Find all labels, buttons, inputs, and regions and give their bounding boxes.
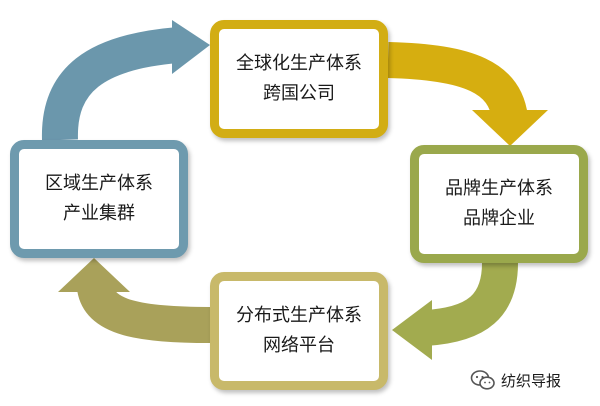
node-globalized-production: 全球化生产体系 跨国公司: [210, 20, 388, 138]
watermark-text: 纺织导报: [501, 371, 562, 390]
arrow-bottom-to-left-body: [77, 283, 211, 343]
node-title: 区域生产体系: [45, 173, 153, 194]
node-title: 全球化生产体系: [236, 53, 362, 74]
node-title: 品牌生产体系: [445, 178, 553, 199]
arrow-left-to-top-head: [172, 20, 210, 74]
node-subtitle: 品牌企业: [463, 208, 535, 229]
wechat-icon: [470, 370, 495, 390]
node-title: 分布式生产体系: [236, 305, 362, 326]
arrow-bottom-to-left-head: [58, 258, 130, 292]
arrow-top-to-right-head: [472, 110, 548, 146]
watermark: 纺织导报: [470, 366, 595, 394]
node-subtitle: 产业集群: [63, 203, 135, 224]
node-brand-production: 品牌生产体系 品牌企业: [410, 145, 588, 263]
arrow-right-to-bottom-body: [423, 262, 518, 346]
arrow-right-to-bottom-head: [392, 300, 432, 360]
arrow-top-to-right-body: [387, 42, 528, 122]
arrow-left-to-top-body: [41, 27, 180, 141]
node-regional-production: 区域生产体系 产业集群: [10, 140, 188, 258]
node-subtitle: 跨国公司: [263, 83, 335, 104]
node-subtitle: 网络平台: [263, 335, 335, 356]
node-distributed-production: 分布式生产体系 网络平台: [210, 272, 388, 390]
